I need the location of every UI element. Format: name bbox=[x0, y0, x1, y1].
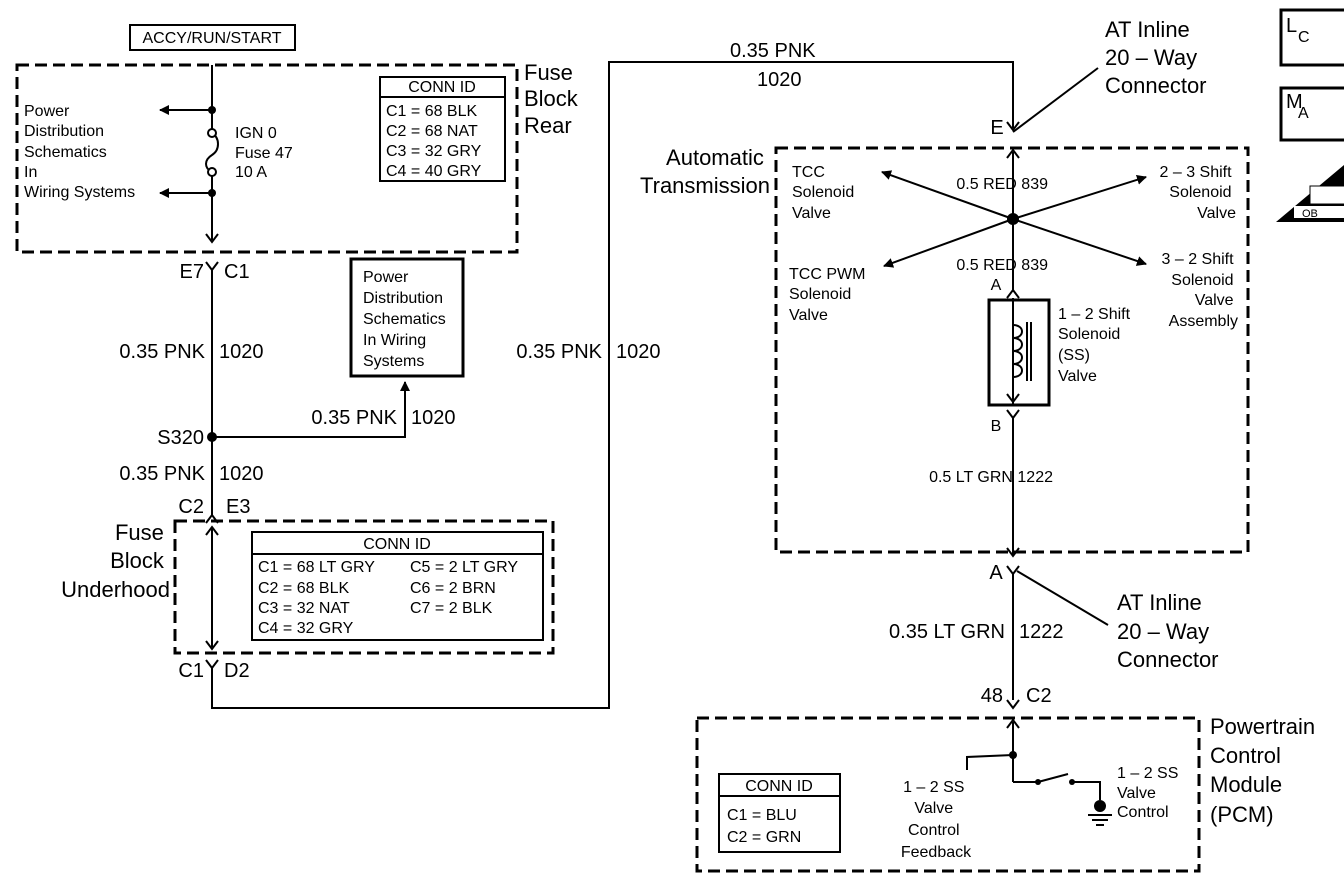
svg-text:48: 48 bbox=[981, 685, 1003, 707]
svg-text:Automatic Transmission: Automatic Transmission bbox=[640, 145, 770, 198]
svg-text:C4 = 32 GRY: C4 = 32 GRY bbox=[258, 620, 354, 637]
arrow-tcc-pwm-icon bbox=[883, 218, 1014, 268]
svg-text:0.5 RED 839: 0.5 RED 839 bbox=[956, 257, 1048, 274]
connector-e7-c1: E7 C1 bbox=[180, 261, 250, 283]
svg-text:C2 = 68 BLK: C2 = 68 BLK bbox=[258, 580, 350, 597]
svg-text:E3: E3 bbox=[226, 496, 250, 518]
svg-text:E: E bbox=[990, 117, 1003, 139]
pcm-box: 48 C2 Powertrain Control Module (PCM) 1 … bbox=[695, 685, 1321, 873]
svg-text:C1 = BLU: C1 = BLU bbox=[727, 807, 797, 824]
svg-text:TCC Solenoid Valve: TCC Solenoid Valve bbox=[792, 164, 859, 222]
arrow-3-2-shift-icon bbox=[1012, 218, 1147, 266]
power-distribution-box: Power Distribution Schematics In Wiring … bbox=[349, 257, 465, 378]
svg-text:0.5 RED 839: 0.5 RED 839 bbox=[956, 176, 1048, 193]
svg-text:C1 = 68 BLK: C1 = 68 BLK bbox=[386, 103, 478, 120]
svg-text:1 – 2 Shift Solenoid: 1 – 2 Shift Solenoid (SS) Valve bbox=[1058, 306, 1135, 385]
fuse-block-underhood: C2 E3 Fuse Block Underhood CONN ID C1 = … bbox=[61, 496, 555, 682]
shift-solenoid-1-2 bbox=[987, 298, 1051, 407]
svg-text:0.5 LT GRN 1222: 0.5 LT GRN 1222 bbox=[929, 469, 1053, 486]
svg-text:TCC PWM Solenoid V: TCC PWM Solenoid Valve bbox=[789, 266, 870, 324]
fuse-47-label: IGN 0 Fuse 47 10 A bbox=[235, 125, 297, 181]
svg-text:1020: 1020 bbox=[219, 341, 264, 363]
svg-text:CONN ID: CONN ID bbox=[363, 536, 431, 553]
svg-text:B: B bbox=[991, 418, 1002, 435]
automatic-transmission-box: Automatic Transmission TCC Solenoid Valv… bbox=[640, 145, 1250, 558]
svg-text:0.35 PNK: 0.35 PNK bbox=[516, 341, 602, 363]
power-distribution-note-left: Power Distribution Schematics In Wiring … bbox=[24, 103, 135, 201]
svg-text:1 – 2 SS Valve Con: 1 – 2 SS Valve Control Feedback bbox=[901, 779, 972, 861]
legend-icon-location: L C bbox=[1279, 8, 1344, 67]
svg-text:A: A bbox=[989, 562, 1003, 584]
svg-text:AT Inline 20 – Way: AT Inline 20 – Way Connector bbox=[1105, 17, 1207, 98]
svg-text:C1: C1 bbox=[178, 660, 204, 682]
svg-text:1020: 1020 bbox=[616, 341, 661, 363]
svg-text:C4 = 40 GRY: C4 = 40 GRY bbox=[386, 163, 482, 180]
svg-text:S320: S320 bbox=[157, 427, 204, 449]
svg-text:A: A bbox=[991, 277, 1002, 294]
svg-text:2 – 3 Shift Solenoid: 2 – 3 Shift Solenoid Valve bbox=[1160, 164, 1237, 222]
svg-text:OB: OB bbox=[1302, 208, 1318, 220]
svg-text:1020: 1020 bbox=[411, 407, 456, 429]
svg-text:1 – 2 SS Valve Con: 1 – 2 SS Valve Control bbox=[1117, 765, 1183, 821]
svg-text:0.35 PNK: 0.35 PNK bbox=[730, 40, 816, 62]
svg-text:L: L bbox=[1286, 15, 1297, 37]
fuse-block-rear-title: Fuse Block Rear bbox=[524, 60, 584, 138]
svg-text:C: C bbox=[1298, 29, 1310, 46]
svg-text:1222: 1222 bbox=[1019, 621, 1064, 643]
at-inline-connector-top: AT Inline 20 – Way Connector E bbox=[990, 17, 1206, 139]
fuse-symbol-icon bbox=[205, 132, 219, 173]
svg-text:ACCY/RUN/START: ACCY/RUN/START bbox=[143, 30, 282, 47]
svg-text:A: A bbox=[1298, 105, 1309, 122]
svg-text:Power Distribution: Power Distribution Schematics In Wiring … bbox=[363, 269, 450, 370]
svg-text:C6 = 2 BRN: C6 = 2 BRN bbox=[410, 580, 496, 597]
svg-text:0.35 PNK: 0.35 PNK bbox=[119, 341, 205, 363]
svg-text:CONN ID: CONN ID bbox=[408, 79, 476, 96]
svg-text:M: M bbox=[1286, 91, 1303, 113]
svg-text:C2: C2 bbox=[178, 496, 204, 518]
svg-text:3 – 2 Shift Solenoid: 3 – 2 Shift Solenoid Valve Assembly bbox=[1162, 251, 1239, 330]
legend-icon-obd: OB bbox=[1276, 165, 1344, 222]
conn-id-table-rear: CONN ID C1 = 68 BLK C2 = 68 NAT C3 = 32 … bbox=[379, 76, 506, 182]
ground-icon bbox=[1088, 800, 1112, 826]
svg-text:C2 = GRN: C2 = GRN bbox=[727, 829, 801, 846]
conn-id-table-underhood: CONN ID C1 = 68 LT GRY C2 = 68 BLK C3 = … bbox=[251, 531, 544, 641]
svg-text:C7 = 2 BLK: C7 = 2 BLK bbox=[410, 600, 493, 617]
arrow-2-3-shift-icon bbox=[1012, 174, 1147, 220]
svg-text:C3 = 32 GRY: C3 = 32 GRY bbox=[386, 143, 482, 160]
svg-text:0.35 LT GRN: 0.35 LT GRN bbox=[889, 621, 1005, 643]
at-inline-connector-bottom: A AT Inline 20 – Way Connector bbox=[989, 562, 1218, 672]
svg-text:1020: 1020 bbox=[219, 463, 264, 485]
wire-1020-long bbox=[211, 61, 1014, 709]
svg-text:CONN ID: CONN ID bbox=[745, 778, 813, 795]
switch-icon bbox=[1037, 773, 1069, 783]
svg-text:C1 = 68 LT GRY: C1 = 68 LT GRY bbox=[258, 559, 375, 576]
svg-text:Powertrain Control: Powertrain Control Module (PCM) bbox=[1210, 714, 1321, 827]
svg-text:C3 = 32 NAT: C3 = 32 NAT bbox=[258, 600, 350, 617]
splice-s320: S320 0.35 PNK 1020 bbox=[157, 381, 456, 449]
svg-text:E7: E7 bbox=[180, 261, 204, 283]
legend-icon-module: M A bbox=[1279, 86, 1344, 142]
fuse-block-rear: Fuse Block Rear Power Distribution Schem… bbox=[15, 60, 584, 254]
conn-id-table-pcm: CONN ID C1 = BLU C2 = GRN bbox=[718, 773, 841, 853]
svg-text:C1: C1 bbox=[224, 261, 250, 283]
svg-text:C5 = 2 LT GRY: C5 = 2 LT GRY bbox=[410, 559, 518, 576]
svg-text:C2 = 68 NAT: C2 = 68 NAT bbox=[386, 123, 478, 140]
fuse-block-underhood-title: Fuse Block Underhood bbox=[61, 520, 170, 602]
svg-text:1020: 1020 bbox=[757, 69, 802, 91]
svg-text:D2: D2 bbox=[224, 660, 250, 682]
coil-icon bbox=[1012, 324, 1023, 378]
svg-text:AT Inline 20 – Way: AT Inline 20 – Way Connector bbox=[1117, 590, 1219, 672]
svg-text:C2: C2 bbox=[1026, 685, 1052, 707]
svg-text:0.35 PNK: 0.35 PNK bbox=[311, 407, 397, 429]
svg-text:0.35 PNK: 0.35 PNK bbox=[119, 463, 205, 485]
accy-run-start-box: ACCY/RUN/START bbox=[129, 24, 296, 51]
arrow-tcc-solenoid-icon bbox=[881, 170, 1014, 220]
